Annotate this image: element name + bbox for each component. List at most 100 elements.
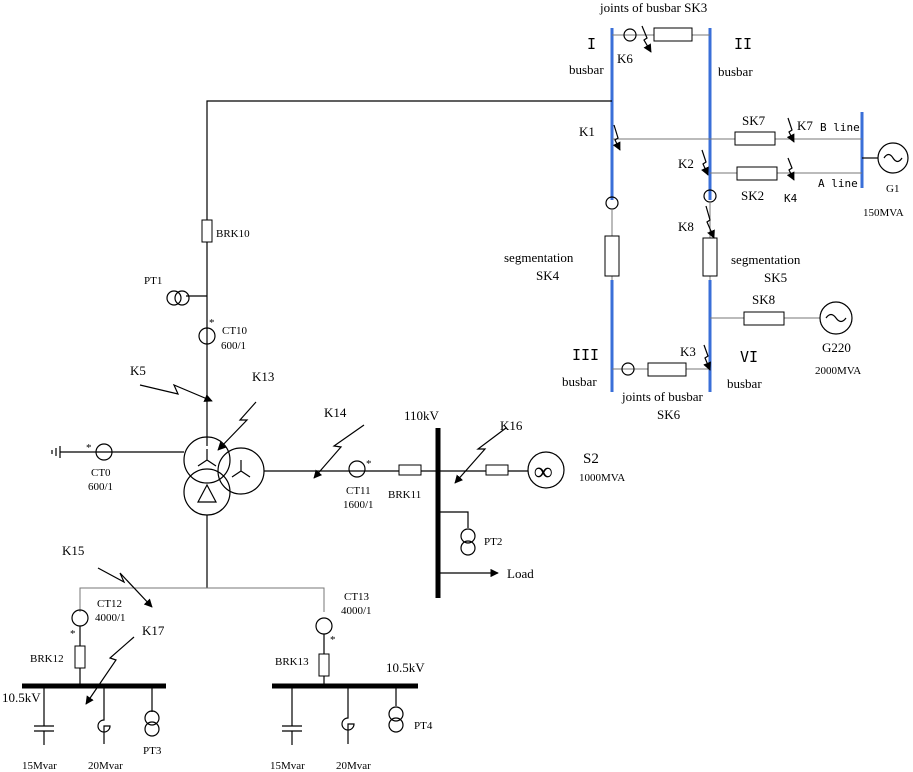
label-k14: K14 [324,405,347,420]
label-brk10: BRK10 [216,228,250,240]
label-bus4-roman: VI [740,348,758,366]
label-bus3-roman: III [572,346,599,364]
label-seg5-l1: segmentation [731,252,801,267]
label-bus1: busbar [569,62,604,77]
label-ct0-ratio: 600/1 [88,481,113,493]
breaker-brk12 [74,645,86,669]
label-ct10: CT10 [222,325,248,337]
label-k2: K2 [678,156,694,171]
label-b-line: B line [820,121,860,134]
label-cap-right: 15Mvar [270,760,305,772]
generator-g1-wave [883,153,903,163]
generator-g220-icon [819,301,853,335]
ct0-icon [95,443,113,461]
pt4-icon [388,706,404,722]
breaker-sk5 [702,237,718,277]
breaker-s2 [485,464,509,476]
transformer-feeder [51,100,612,516]
bus-110kv [435,427,565,598]
label-sk8: SK8 [752,292,775,307]
label-k8: K8 [678,219,694,234]
generator-g220-wave [825,313,847,323]
breaker-sk8 [743,311,785,326]
label-s2: S2 [583,451,599,467]
fault-k7-arrow [786,117,795,143]
label-10kv-left: 10.5kV [2,690,41,705]
feeder-line [206,100,612,446]
ct-sk6 [621,362,635,376]
label-k3: K3 [680,344,696,359]
label-k15: K15 [62,543,84,558]
label-g1: G1 [886,183,899,195]
label-ct11: CT11 [346,485,371,497]
label-g220-rating: 2000MVA [815,365,861,377]
breaker-sk4 [604,235,620,277]
ct10-icon [198,327,216,345]
label-ct0: CT0 [91,467,111,479]
delta-winding-icon [197,483,217,503]
lv-side [22,515,418,745]
transformer-lv-winding [183,468,231,516]
fault-k2-arrow [701,149,709,176]
label-seg4-l2: SK4 [536,268,560,283]
fault-k15-arrow [97,567,153,608]
label-k13: K13 [252,369,274,384]
label-bus2-roman: II [734,35,752,53]
label-k1: K1 [579,124,595,139]
pt2-icon [460,528,476,544]
label-pt3: PT3 [143,745,162,757]
label-ct11-star: * [366,458,372,470]
label-joints-sk3: joints of busbar SK3 [599,0,707,15]
ground-icon [51,446,61,458]
infinity-symbol: ∞ [534,457,553,486]
breaker-sk6 [647,362,687,377]
label-g220: G220 [822,340,851,355]
breaker-brk10 [201,219,213,243]
label-seg4-l1: segmentation [504,250,574,265]
fault-k14-arrow [313,424,365,479]
label-brk13: BRK13 [275,656,309,668]
label-k16: K16 [500,418,523,433]
label-ct10-ratio: 600/1 [221,340,246,352]
fault-k8-arrow [705,205,715,239]
label-110kv: 110kV [404,408,440,423]
fault-k17-arrow [85,636,135,705]
label-ct13-star: * [330,634,336,646]
label-bus1-roman: I [587,35,596,53]
label-k7: K7 [797,118,813,133]
pt3-icon [144,710,160,726]
label-joints-sk6-l2: SK6 [657,407,681,422]
fault-k6-arrow [641,25,652,53]
label-10kv-right: 10.5kV [386,660,425,675]
label-sk7: SK7 [742,113,766,128]
label-k5: K5 [130,363,146,378]
label-g1-rating: 150MVA [863,207,904,219]
ct13-icon [315,617,333,635]
generator-g1-icon [877,142,909,174]
fault-k4-arrow [786,157,795,181]
label-ct12: CT12 [97,598,122,610]
label-k6: K6 [617,51,633,66]
label-bus2: busbar [718,64,753,79]
label-ct13: CT13 [344,591,370,603]
label-ct11-ratio: 1600/1 [343,499,374,511]
label-load: Load [507,566,534,581]
reactor-right-icon [341,686,355,744]
label-k17: K17 [142,623,165,638]
infinite-source-s2-icon [527,451,565,489]
label-seg5-l2: SK5 [764,270,787,285]
label-reactor-right: 20Mvar [336,760,371,772]
label-joints-sk6-l1: joints of busbar [621,389,704,404]
label-cap-left: 15Mvar [22,760,57,772]
label-bus4: busbar [727,376,762,391]
breaker-sk3 [653,27,693,42]
label-pt2: PT2 [484,536,502,548]
label-a-line: A line [818,177,858,190]
ct11-icon [348,460,366,478]
pt1-icon [166,290,182,306]
label-ct12-ratio: 4000/1 [95,612,126,624]
label-s2-rating: 1000MVA [579,472,625,484]
reactor-left-icon [97,686,111,744]
label-pt4: PT4 [414,720,433,732]
